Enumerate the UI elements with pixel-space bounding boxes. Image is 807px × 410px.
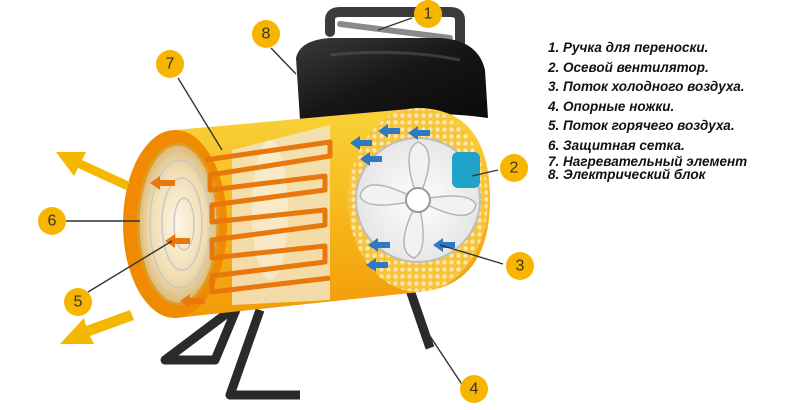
callout-6: 6 [38, 207, 66, 235]
callout-3: 3 [506, 252, 534, 280]
heating-element [204, 139, 333, 295]
legend-item-grille: 6. Защитная сетка. [548, 137, 685, 153]
legend-item-heating-element: 7. Нагревательный элемент [548, 154, 748, 169]
legend-item-legs: 4. Опорные ножки. [548, 98, 675, 114]
callout-2: 2 [500, 154, 528, 182]
callout-8: 8 [252, 20, 280, 48]
callout-5: 5 [64, 288, 92, 316]
svg-text:6: 6 [48, 213, 57, 230]
protective-grille [136, 142, 220, 306]
legend-item-axial-fan: 2. Осевой вентилятор. [548, 59, 709, 75]
leader-lines [66, 17, 504, 387]
carrying-handle [325, 7, 465, 50]
support-legs [160, 288, 435, 400]
callout-1: 1 [414, 0, 442, 28]
svg-text:5: 5 [74, 294, 83, 311]
svg-text:3: 3 [516, 258, 525, 275]
legend-item-handle: 1. Ручка для переноски. [548, 40, 709, 55]
svg-text:8: 8 [262, 26, 271, 43]
hot-air-arrows [56, 152, 205, 344]
svg-text:4: 4 [470, 381, 479, 398]
svg-text:1: 1 [424, 6, 433, 23]
legend-item-cold-air: 3. Поток холодного воздуха. [548, 79, 745, 94]
legend: 1. Ручка для переноски. 2. Осевой вентил… [548, 38, 747, 181]
callout-7: 7 [156, 50, 184, 78]
svg-text:2: 2 [510, 160, 519, 177]
electrical-block [296, 38, 488, 120]
callout-4: 4 [460, 375, 488, 403]
legend-item-electrical-block: 8. Электрический блок [548, 167, 706, 182]
svg-text:7: 7 [166, 56, 175, 73]
legend-item-hot-air: 5. Поток горячего воздуха. [548, 118, 735, 133]
cold-air-arrows [350, 124, 455, 272]
